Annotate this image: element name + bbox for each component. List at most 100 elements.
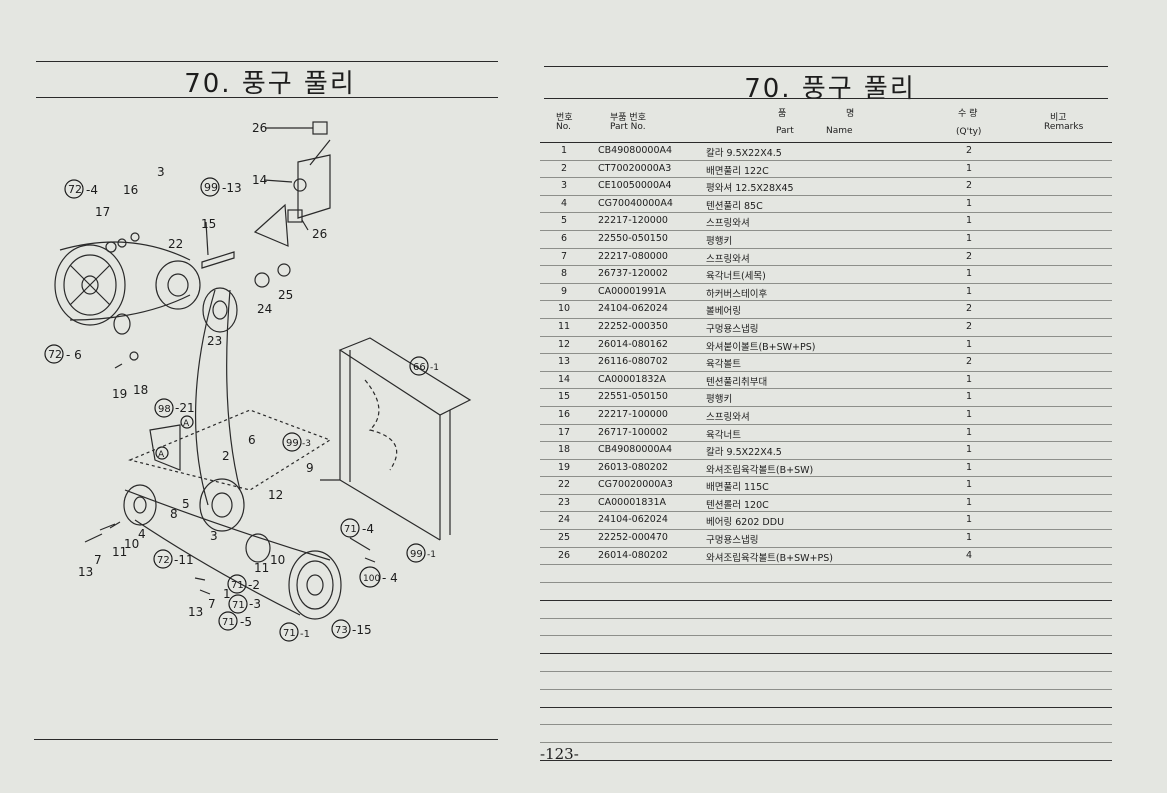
- cell-qty: 1: [965, 215, 973, 227]
- cell-no: 9: [560, 285, 568, 297]
- part-label: -15: [352, 623, 372, 637]
- cell-qty: 1: [965, 338, 973, 350]
- circle-label: 71: [231, 580, 244, 591]
- part-label: 7: [208, 597, 216, 611]
- header-rule: [540, 142, 1112, 143]
- circle-label: 71: [232, 600, 245, 611]
- circle-label: 99: [204, 181, 218, 194]
- part-label: A: [183, 419, 190, 429]
- cell-qty: 1: [965, 391, 973, 403]
- cell-qty: 1: [965, 408, 973, 420]
- leader-line: [301, 219, 309, 231]
- title-rule: [544, 98, 1108, 99]
- cell-no: 12: [557, 338, 571, 350]
- part-label: -3: [249, 597, 261, 611]
- part-label: 10: [270, 553, 285, 567]
- cell-qty: 1: [965, 479, 973, 491]
- part-label: -2: [248, 578, 260, 592]
- cell-name: 와셔조립육각볼트(B+SW): [706, 464, 814, 476]
- part-label: 26: [252, 121, 267, 135]
- part-label: 14: [252, 173, 267, 187]
- shaft-15: [205, 221, 209, 256]
- cell-name: 텐션풀리 85C: [706, 200, 763, 212]
- circle-label: 72: [157, 555, 170, 566]
- part-label: -1: [430, 363, 439, 373]
- page-title: 70. 풍구 풀리: [744, 74, 916, 104]
- part-label: 5: [182, 497, 190, 511]
- tension-bracket: [297, 154, 331, 219]
- cell-part-no: CE10050000A4: [598, 180, 672, 192]
- cell-no: 23: [557, 496, 571, 508]
- cell-part-no: 22252-000470: [598, 532, 668, 544]
- part-label: 16: [123, 183, 138, 197]
- cell-no: 10: [557, 303, 571, 315]
- blank-row: [540, 583, 1112, 601]
- part-label: 6: [248, 433, 256, 447]
- v-belt-long: [194, 289, 216, 506]
- part-label: 9: [306, 461, 314, 475]
- part-label: 19: [112, 387, 127, 401]
- part-label: 3: [157, 165, 165, 179]
- cell-no: 15: [557, 391, 571, 403]
- part-label: -11: [174, 553, 194, 567]
- blank-row: [540, 601, 1112, 619]
- cell-part-no: 26013-080202: [598, 461, 668, 473]
- pulley-71-1: [288, 550, 342, 620]
- large-pulley-72-4: [54, 244, 126, 326]
- blank-row: [540, 690, 1112, 708]
- top-rule: [544, 66, 1108, 67]
- part-label: -1: [300, 629, 310, 640]
- header-name-ko-1: 품: [778, 109, 787, 119]
- cell-name: 텐션롤러 120C: [706, 499, 769, 511]
- page-title: 70. 풍구 풀리: [184, 69, 356, 99]
- exploded-parts-diagram: 26 14 26 3 72 -4 16 99 -13 17 15 22 25 2…: [44, 121, 472, 642]
- header-no-ko: 번호: [556, 113, 573, 123]
- cell-part-no: CT70020000A3: [598, 162, 672, 174]
- guide-lines: [253, 139, 331, 247]
- cell-part-no: CA00001832A: [598, 373, 666, 385]
- cell-no: 3: [560, 180, 568, 192]
- part-label: -1: [427, 550, 436, 560]
- parts-table: 번호 No. 부품 번호 Part No. 품 명 Part Name 수 량 …: [540, 100, 1112, 762]
- cell-name: 텐션풀리취부대: [706, 376, 768, 388]
- part-label: 25: [278, 288, 293, 302]
- cell-qty: 1: [965, 461, 973, 473]
- cell-qty: 1: [965, 373, 973, 385]
- cell-part-no: 22217-120000: [598, 215, 668, 227]
- snap-ring-25: [277, 263, 291, 277]
- cell-no: 17: [557, 426, 571, 438]
- circle-label: 73: [335, 625, 348, 636]
- pulley-22: [155, 260, 201, 310]
- title-rule: [36, 97, 498, 98]
- cell-no: 4: [560, 197, 568, 209]
- part-label: 26: [312, 227, 327, 241]
- cell-part-no: 26116-080702: [598, 356, 668, 368]
- cell-part-no: 22252-000350: [598, 320, 668, 332]
- header-partno-ko: 부품 번호: [610, 113, 646, 123]
- cell-name: 칼라 9.5X22X4.5: [706, 447, 782, 459]
- right-page: 70. 풍구 풀리 번호 No. 부품 번호 Part No. 품 명 Part…: [540, 0, 1167, 793]
- cell-no: 13: [557, 356, 571, 368]
- cell-qty: 4: [965, 549, 973, 561]
- cell-part-no: 26014-080162: [598, 338, 668, 350]
- cell-name: 칼라 9.5X22X4.5: [706, 148, 782, 159]
- part-label: 13: [188, 605, 203, 619]
- cell-part-no: CB49080000A4: [598, 444, 673, 456]
- cell-part-no: CG70020000A3: [598, 479, 673, 491]
- cell-part-no: 22217-100000: [598, 408, 668, 420]
- part-label: -3: [302, 439, 311, 449]
- cell-name: 스프링와셔: [706, 411, 750, 423]
- header-qty-ko: 수 량: [958, 109, 978, 119]
- cell-name: 평행키: [706, 235, 733, 247]
- circle-label: 71: [283, 628, 296, 639]
- top-rule: [36, 61, 498, 62]
- bottom-rule: [34, 739, 498, 740]
- header-no-en: No.: [556, 122, 571, 132]
